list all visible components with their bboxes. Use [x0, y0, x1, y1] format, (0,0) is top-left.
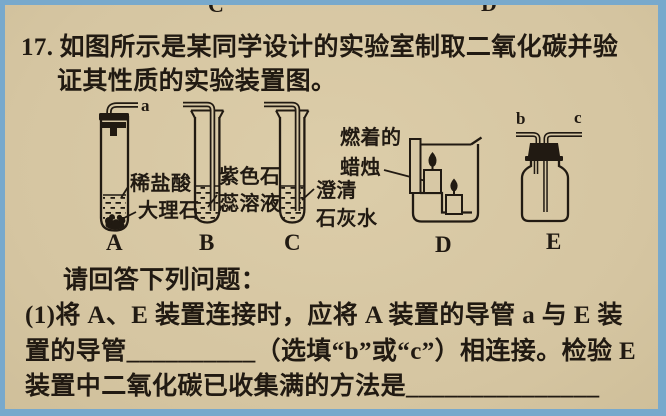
- question1-line3-with-blank: 装置中二氧化碳已收集满的方法是_______________: [25, 373, 600, 400]
- test-tube-a: [99, 116, 130, 232]
- bottle-tube-c-external: [543, 132, 582, 147]
- question1-line2-with-blank: 置的导管__________（选填“b”或“c”）相连接。检验 E: [25, 338, 637, 365]
- letter-a: A: [106, 230, 123, 255]
- apparatus-d: 燃着的 蜡烛 D: [340, 125, 483, 257]
- test-tube-c: [278, 117, 306, 224]
- pointer-litmus: [207, 194, 218, 208]
- label-litmus-line1: 紫色石: [219, 164, 281, 188]
- gas-bottle: [520, 161, 570, 223]
- beaker-spout: [470, 136, 483, 146]
- delivery-tube-a: [106, 102, 138, 117]
- apparatus-e: b c: [516, 108, 582, 254]
- pointer-marble: [123, 211, 137, 219]
- delivery-tube-b: [183, 101, 216, 211]
- question1-line1: (1)将 A、E 装置连接时，应将 A 装置的导管 a 与 E 装: [25, 302, 623, 329]
- letter-d: D: [435, 232, 452, 257]
- label-burning-line1: 燃着的: [340, 125, 402, 149]
- apparatus-a: a 稀盐酸 大理石 A: [99, 96, 200, 255]
- flame: [428, 152, 437, 167]
- question-title-line1: 17.如图所示是某同学设计的实验室制取二氧化碳并验: [21, 32, 618, 64]
- delivery-tube-c: [264, 101, 301, 211]
- apparatus-figure: a 稀盐酸 大理石 A 紫色石: [99, 96, 582, 257]
- question-title-text1: 如图所示是某同学设计的实验室制取二氧化碳并验: [59, 34, 619, 61]
- apparatus-c: 澄清 石灰水 C: [264, 101, 378, 255]
- stopper-a: [99, 113, 129, 136]
- liquid-b: [196, 186, 219, 222]
- cropped-letter-c: C: [208, 0, 224, 17]
- question-title-line2: 证其性质的实验装置图。: [57, 68, 337, 95]
- beaker: [411, 144, 480, 223]
- port-b-label: b: [516, 109, 525, 128]
- pointer-dilute-acid: [120, 186, 129, 199]
- label-litmus-line2: 蕊溶液: [219, 191, 281, 215]
- gas-inlet-tube: [409, 138, 422, 194]
- pointer-limewater: [301, 188, 315, 201]
- marble-lumps: [105, 214, 126, 230]
- label-limewater-line2: 石灰水: [315, 206, 378, 230]
- test-tube-b: [193, 117, 221, 224]
- liquid-c: [281, 186, 304, 222]
- candle-lower: [445, 178, 463, 215]
- label-limewater-line1: 澄清: [316, 178, 357, 202]
- port-c-label: c: [574, 108, 582, 127]
- cropped-letter-d: D: [481, 0, 497, 16]
- port-a-label: a: [141, 96, 150, 115]
- letter-e: E: [546, 229, 561, 254]
- tube-c-collar: [275, 109, 310, 119]
- stopper-e: [525, 143, 563, 161]
- label-dilute-hcl: 稀盐酸: [130, 171, 192, 195]
- letter-c: C: [284, 230, 301, 255]
- label-burning-line2: 蜡烛: [340, 155, 381, 179]
- flame: [450, 178, 458, 192]
- candle-upper: [423, 152, 442, 194]
- bottle-tube-b-external: [516, 132, 541, 147]
- label-marble: 大理石: [138, 199, 200, 222]
- question-number: 17.: [21, 34, 54, 61]
- letter-b: B: [199, 230, 214, 255]
- answer-prompt: 请回答下列问题：: [63, 267, 267, 294]
- tube-b-collar: [190, 109, 225, 119]
- apparatus-b: 紫色石 蕊溶液 B: [183, 101, 281, 255]
